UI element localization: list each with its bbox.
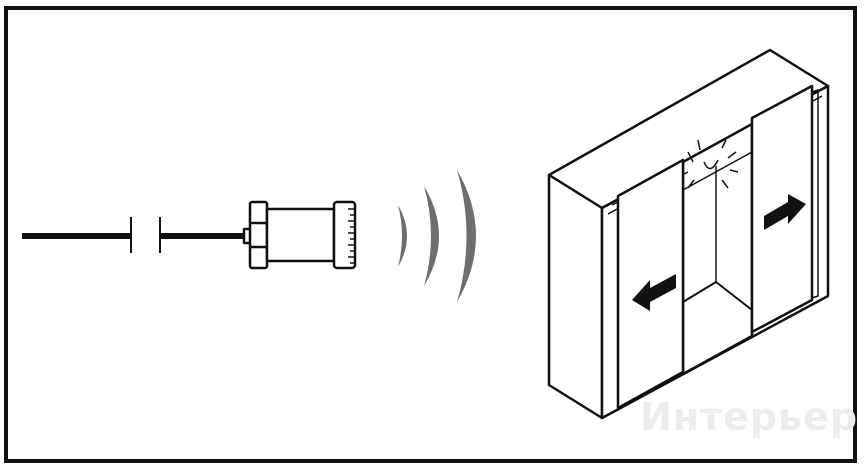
- wire: [22, 217, 246, 253]
- door-right-arrow-icon: [764, 194, 806, 230]
- signal-waves-icon: [398, 170, 476, 302]
- proximity-sensor-icon: [242, 200, 357, 270]
- lamp-icon: [679, 139, 739, 189]
- cabinet-left-side: [547, 173, 604, 420]
- door-left-arrow-icon: [632, 274, 676, 311]
- sliding-door-cabinet: [547, 48, 830, 420]
- outer-border: [4, 6, 857, 463]
- watermark-text: Интерьер: [640, 395, 859, 439]
